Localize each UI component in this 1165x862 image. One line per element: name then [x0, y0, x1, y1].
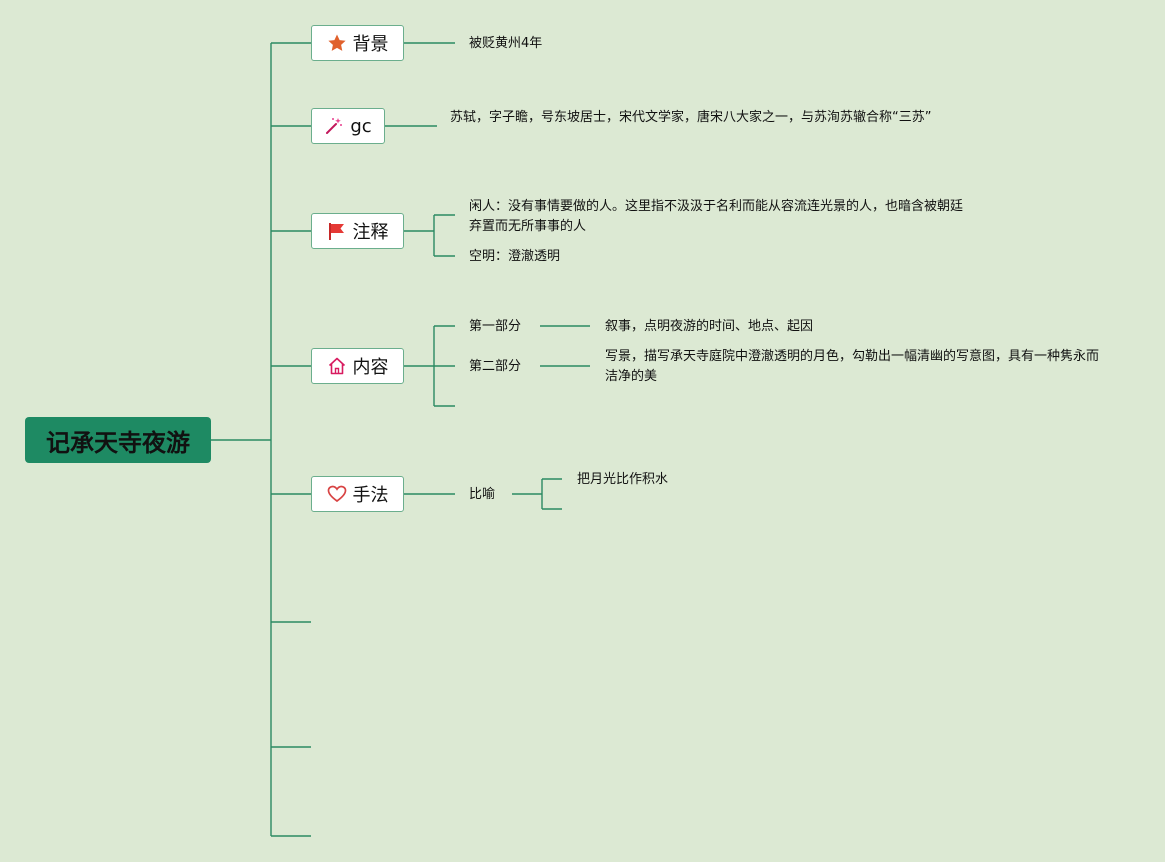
heart-icon — [327, 484, 347, 504]
topic-author[interactable]: gc — [311, 108, 385, 144]
topic-author-label: gc — [350, 115, 372, 137]
link-metaphor-bracket — [512, 478, 562, 510]
central-topic[interactable]: 记承天寺夜游 — [25, 417, 211, 463]
topic-content[interactable]: 内容 — [311, 348, 404, 384]
link-notes-bracket — [404, 214, 455, 257]
home-icon — [327, 356, 347, 376]
technique-metaphor[interactable]: 比喻 — [469, 487, 496, 502]
content-part-1[interactable]: 第一部分 — [469, 319, 522, 334]
topic-background-label: 背景 — [352, 34, 389, 55]
topic-content-label: 内容 — [352, 357, 389, 378]
link-content-bracket — [404, 325, 455, 407]
topic-technique[interactable]: 手法 — [311, 476, 404, 512]
topic-technique-label: 手法 — [352, 485, 389, 506]
topic-background[interactable]: 背景 — [311, 25, 404, 61]
author-note[interactable]: 苏轼，字子瞻，号东坡居士，宋代文学家，唐宋八大家之一，与苏洵苏辙合称“三苏” — [450, 110, 932, 125]
technique-metaphor-desc[interactable]: 把月光比作积水 — [577, 472, 669, 487]
flag-icon — [327, 221, 347, 241]
notes-item-idle-person[interactable]: 闲人：没有事情要做的人。这里指不汲汲于名利而能从容流连光景的人，也暗含被朝廷弃置… — [469, 199, 964, 234]
star-icon — [327, 33, 347, 53]
topic-notes-label: 注释 — [352, 222, 389, 243]
notes-item-clear[interactable]: 空明：澄澈透明 — [469, 249, 561, 264]
content-part-2[interactable]: 第二部分 — [469, 359, 522, 374]
content-part-2-desc[interactable]: 写景，描写承天寺庭院中澄澈透明的月色，勾勒出一幅清幽的写意图，具有一种隽永而洁净… — [605, 349, 1100, 384]
background-note[interactable]: 被贬黄州4年 — [469, 36, 543, 51]
topic-notes[interactable]: 注释 — [311, 213, 404, 249]
magic-wand-icon — [324, 116, 344, 136]
central-topic-label: 记承天寺夜游 — [46, 428, 190, 457]
content-part-1-desc[interactable]: 叙事，点明夜游的时间、地点、起因 — [605, 319, 814, 334]
